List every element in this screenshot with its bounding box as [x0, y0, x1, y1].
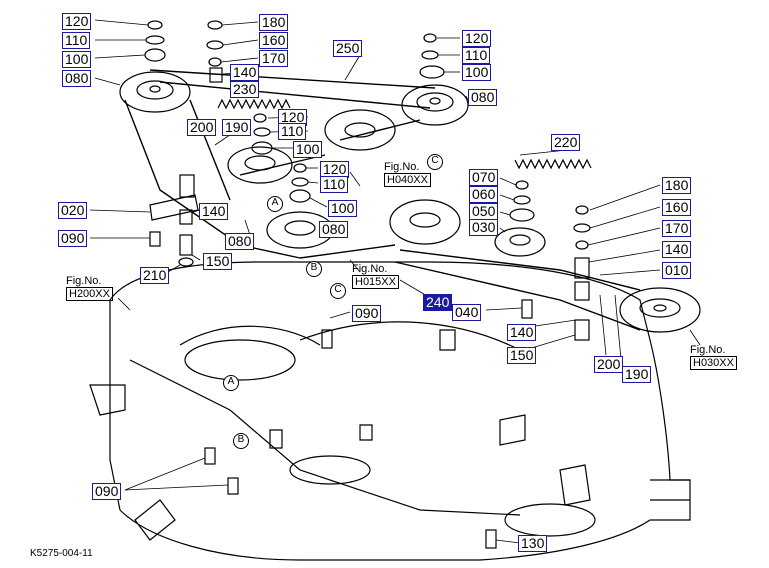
part-090-left: 090 [58, 230, 88, 247]
part-170-right: 170 [662, 220, 692, 237]
fig-ref-label: Fig.No. [384, 161, 420, 173]
part-030: 030 [469, 219, 499, 236]
part-140-lower: 140 [507, 324, 537, 341]
part-140-top-center: 140 [230, 64, 260, 81]
part-170-top-center: 170 [259, 50, 289, 67]
part-090-bottom: 090 [92, 483, 122, 500]
fig-ref-h015xx: Fig.No. H015XX [352, 263, 399, 289]
part-080-top-left: 080 [62, 70, 92, 87]
part-190-right: 190 [622, 366, 652, 383]
part-060: 060 [469, 186, 499, 203]
belts [124, 69, 641, 331]
part-090-center: 090 [352, 305, 382, 322]
callout-a-upper: A [267, 196, 283, 212]
part-130: 130 [518, 535, 548, 552]
part-110-center-lower: 110 [320, 176, 349, 193]
part-160-top-center: 160 [259, 32, 289, 49]
part-120-top-left: 120 [62, 13, 92, 30]
fig-ref-code: H040XX [384, 173, 431, 187]
part-140-right: 140 [662, 241, 692, 258]
fig-ref-label: Fig.No. [66, 275, 102, 287]
part-080-top-right: 080 [468, 89, 498, 106]
part-180-right: 180 [662, 177, 692, 194]
part-050: 050 [469, 203, 499, 220]
part-040: 040 [452, 304, 482, 321]
part-220: 220 [551, 134, 581, 151]
part-110-top-left: 110 [62, 32, 91, 49]
part-120-top-right: 120 [462, 30, 492, 47]
part-160-right: 160 [662, 199, 692, 216]
fig-ref-h030xx: Fig.No. H030XX [690, 344, 737, 370]
hardware [144, 20, 591, 549]
fig-ref-code: H015XX [352, 275, 399, 289]
fig-ref-code: H030XX [690, 356, 737, 370]
callout-b-lower: B [233, 433, 249, 449]
part-150-left: 150 [203, 253, 233, 270]
callout-c-lower: C [330, 283, 346, 299]
part-140-left: 140 [199, 203, 229, 220]
fig-ref-label: Fig.No. [352, 263, 388, 275]
part-210: 210 [140, 267, 170, 284]
part-200-left: 200 [187, 119, 217, 136]
springs [217, 98, 592, 170]
fig-ref-h200xx: Fig.No. H200XX [66, 275, 113, 301]
part-240: 240 [423, 294, 453, 311]
fig-ref-code: H200XX [66, 287, 113, 301]
deck-body [89, 261, 691, 561]
part-180-top-center: 180 [259, 14, 289, 31]
part-100-center: 100 [293, 141, 323, 158]
callout-c-upper: C [427, 154, 443, 170]
part-250: 250 [333, 40, 363, 57]
part-100-center-lower: 100 [328, 200, 358, 217]
part-080-center: 080 [319, 221, 349, 238]
part-230: 230 [230, 81, 260, 98]
callout-b-upper: B [306, 261, 322, 277]
part-190-left: 190 [222, 119, 252, 136]
part-080-lower-left: 080 [225, 233, 255, 250]
part-110-center: 110 [278, 123, 307, 140]
part-110-top-right: 110 [462, 47, 491, 64]
diagram-code: K5275-004-11 [30, 548, 93, 559]
part-070: 070 [469, 169, 499, 186]
part-120-center-lower: 120 [320, 161, 350, 178]
part-150-lower: 150 [507, 347, 537, 364]
part-100-top-left: 100 [62, 51, 92, 68]
part-200-right: 200 [594, 356, 624, 373]
part-020: 020 [58, 202, 88, 219]
callout-a-lower: A [223, 375, 239, 391]
fig-ref-h040xx: Fig.No. H040XX [384, 161, 431, 187]
part-010: 010 [662, 262, 692, 279]
part-100-top-right: 100 [462, 64, 492, 81]
fig-ref-label: Fig.No. [690, 344, 726, 356]
